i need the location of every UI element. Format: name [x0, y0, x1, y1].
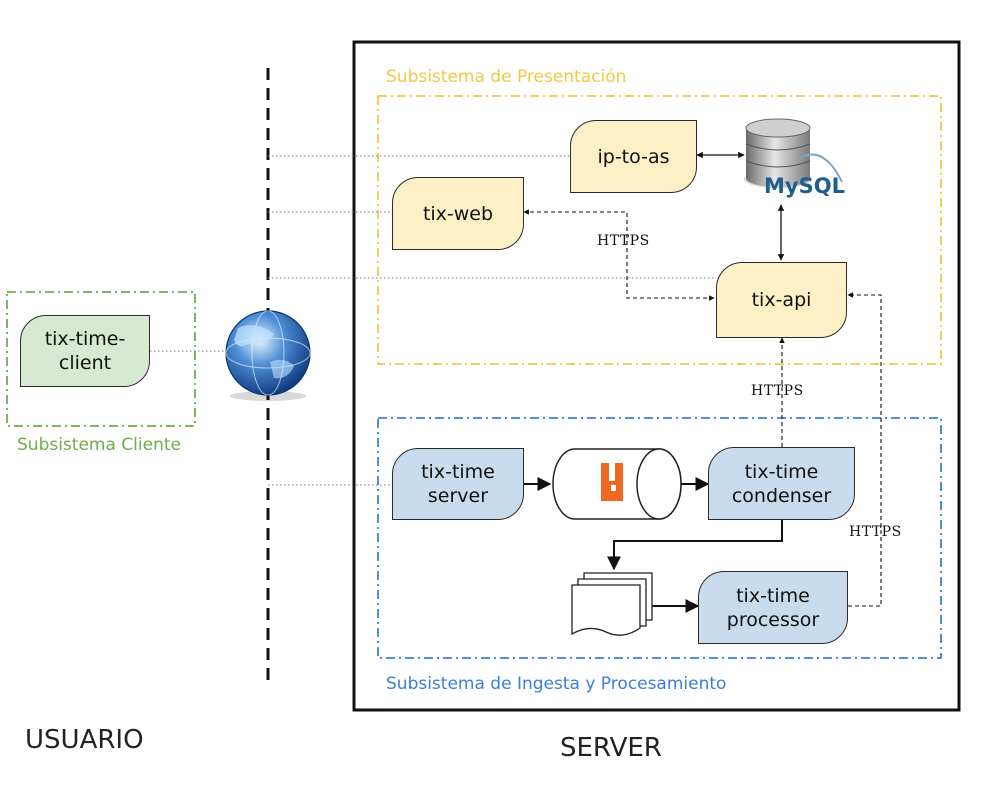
user-side-label: USUARIO [25, 725, 144, 755]
node-tix-time-client: tix-time-client [20, 315, 150, 387]
presentation-subsystem-frame [377, 95, 942, 365]
node-tix-web: tix-web [392, 177, 524, 250]
node-ip-to-as-label: ip-to-as [597, 145, 670, 168]
edge-condenser-files [607, 520, 783, 571]
mysql-database-icon [744, 118, 843, 188]
internet-globe-icon [225, 310, 311, 401]
server-side-label: SERVER [560, 733, 662, 763]
node-tix-api-label: tix-api [751, 289, 812, 311]
server-boundary [352, 40, 961, 712]
node-tix-api: tix-api [716, 262, 847, 338]
ingest-subsystem-label: Subsistema de Ingesta y Procesamiento [386, 674, 727, 694]
node-ip-to-as: ip-to-as [570, 120, 697, 193]
https-label-processor: HTTPS [849, 524, 902, 540]
node-tix-time-client-label: tix-time-client [44, 328, 126, 374]
client-subsystem-frame [6, 291, 196, 427]
presentation-subsystem-label: Subsistema de Presentación [386, 67, 627, 87]
node-tix-web-label: tix-web [422, 202, 494, 225]
mysql-logo-text: MySQL [764, 174, 845, 198]
client-subsystem-label: Subsistema Cliente [17, 435, 181, 455]
rabbitmq-queue-icon [552, 448, 682, 520]
edge-processor-api-https [847, 292, 882, 607]
https-label-condenser: HTTPS [751, 383, 804, 399]
https-label-web: HTTPS [597, 233, 650, 249]
edge-api-web-https [523, 209, 715, 301]
file-stack-icon [571, 572, 653, 636]
ingest-subsystem-frame [377, 417, 942, 659]
